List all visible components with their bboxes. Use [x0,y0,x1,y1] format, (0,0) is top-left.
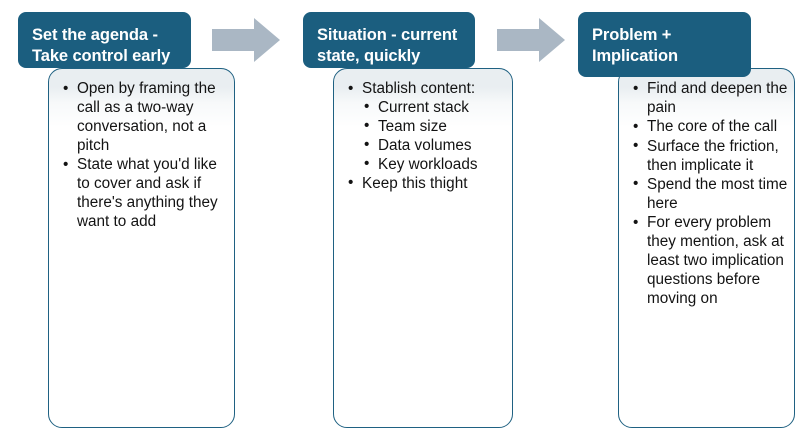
list-item: Spend the most time here [631,175,788,214]
sub-bullet-text: Team size [378,117,447,135]
bullet-text: Stablish content: [362,80,476,97]
sub-list-item: Key workloads [362,155,504,175]
bullet-list-problem: Find and deepen the pain The core of the… [631,80,788,309]
list-item: Surface the friction, then implicate it [631,137,788,176]
bullet-text: The core of the call [647,118,778,136]
list-item: State what you'd like to cover and ask i… [61,156,224,232]
list-item: Keep this thight [346,174,504,194]
list-item: Stablish content: Current stack Team siz… [346,79,504,175]
bullet-text: Keep this thight [362,174,468,192]
sub-bullet-text: Data volumes [378,136,472,154]
bullet-text: Find and deepen the pain [647,80,788,116]
bullet-list-situation: Stablish content: Current stack Team siz… [346,79,504,194]
header-box-situation: Situation - current state, quickly [303,12,475,68]
sub-bullet-text: Key workloads [378,155,478,173]
header-title: Set the agenda - Take control early [32,26,171,65]
list-item: Open by framing the call as a two-way co… [61,80,224,156]
arrow-1-to-2 [212,18,280,62]
arrow-2-to-3 [497,18,565,62]
body-box-situation: Stablish content: Current stack Team siz… [333,68,513,428]
sub-list-item: Data volumes [362,136,504,156]
sub-bullet-list: Current stack Team size Data volumes Key… [362,98,504,175]
header-title: Situation - current state, quickly [317,26,458,65]
bullet-text: Open by framing the call as a two-way co… [77,80,216,154]
right-arrow-icon [497,18,565,62]
list-item: The core of the call [631,118,788,137]
bullet-text: Surface the friction, then implicate it [647,137,779,174]
header-box-agenda: Set the agenda - Take control early [18,12,191,68]
sub-list-item: Team size [362,117,504,137]
body-box-problem: Find and deepen the pain The core of the… [618,68,795,428]
sub-list-item: Current stack [362,98,504,118]
right-arrow-icon [212,18,280,62]
list-item: For every problem they mention, ask at l… [631,214,788,308]
bullet-text: For every problem they mention, ask at l… [647,214,784,307]
header-title: Problem + Implication [592,26,678,65]
list-item: Find and deepen the pain [631,80,788,118]
bullet-list-agenda: Open by framing the call as a two-way co… [61,80,224,232]
header-box-problem: Problem + Implication [578,12,751,77]
body-box-agenda: Open by framing the call as a two-way co… [48,68,235,428]
bullet-text: Spend the most time here [647,175,788,212]
bullet-text: State what you'd like to cover and ask i… [77,156,218,230]
sub-bullet-text: Current stack [378,98,469,116]
